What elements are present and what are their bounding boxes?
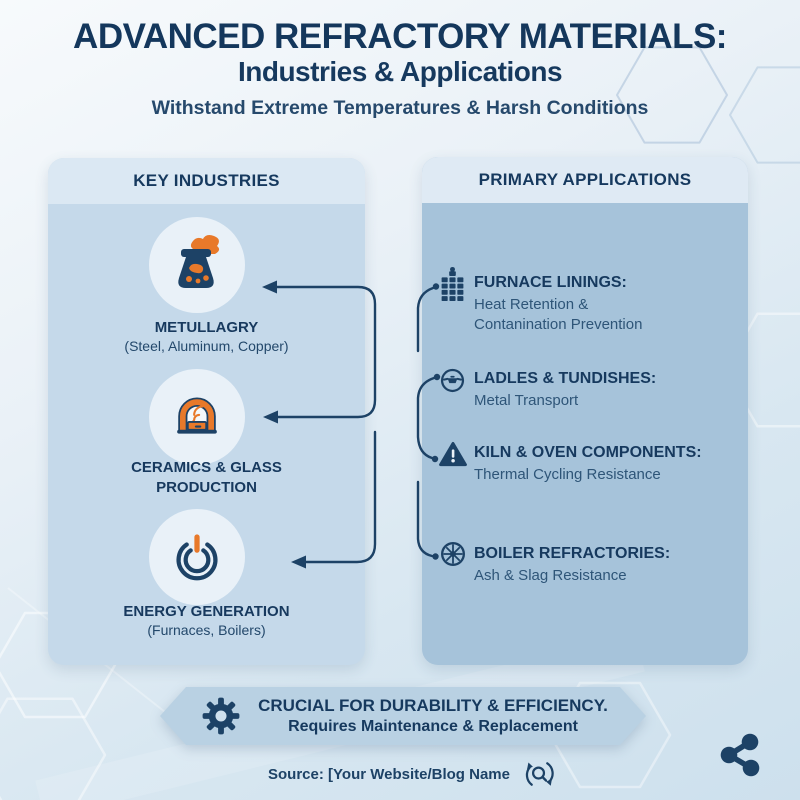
header: ADVANCED REFRACTORY MATERIALS: Industrie… <box>0 17 800 120</box>
application-desc: Ash & Slag Resistance <box>474 567 627 585</box>
application-title: LADLES & TUNDISHES: <box>474 370 657 387</box>
application-desc: Metal Transport <box>474 392 579 410</box>
application-title: KILN & OVEN COMPONENTS: <box>474 444 702 461</box>
industry-detail-metallurgy: (Steel, Aluminum, Copper) <box>124 338 289 354</box>
gear-icon <box>202 697 240 735</box>
application-title: FURNACE LININGS: <box>474 274 627 291</box>
source-text: Source: [Your Website/Blog Name <box>268 766 510 783</box>
brick-building-icon <box>441 266 464 302</box>
valve-wheel-icon <box>441 542 465 566</box>
kiln-arch-icon <box>177 397 217 434</box>
primary-applications-panel: PRIMARY APPLICATIONS FURNACE LININGS: He… <box>422 157 748 665</box>
industry-label-energy: ENERGY GENERATION <box>123 603 290 620</box>
application-desc: Heat Retention & Contanination Preventio… <box>474 296 643 333</box>
key-industries-header: KEY INDUSTRIES <box>48 158 365 204</box>
conclusion-banner: CRUCIAL FOR DURABILITY & EFFICIENCY. Req… <box>160 687 646 745</box>
industry-label-metallurgy: METULLAGRY <box>154 319 259 336</box>
furnace-crucible-icon <box>178 235 220 288</box>
power-icon <box>176 534 218 581</box>
banner-line1: CRUCIAL FOR DURABILITY & EFFICIENCY. <box>258 695 608 715</box>
industry-item-ceramics <box>149 369 245 465</box>
application-item-kiln-oven: KILN & OVEN COMPONENTS: Thermal Cycling … <box>474 443 704 485</box>
ladle-circle-icon <box>440 368 465 393</box>
magnifier-refresh-icon <box>525 762 554 786</box>
industry-item-metallurgy <box>149 217 245 313</box>
footer: Source: [Your Website/Blog Name <box>12 758 800 791</box>
application-title: BOILER REFRACTORIES: <box>474 545 671 562</box>
application-desc: Thermal Cycling Resistance <box>474 466 661 484</box>
warning-triangle-icon <box>439 441 467 467</box>
primary-applications-header: PRIMARY APPLICATIONS <box>422 157 748 203</box>
page-title: ADVANCED REFRACTORY MATERIALS: <box>73 17 727 56</box>
industry-item-energy <box>149 509 245 605</box>
banner-line2: Requires Maintenance & Replacement <box>288 717 578 735</box>
industry-label-ceramics: CERAMICS & GLASS PRODUCTION <box>131 459 282 496</box>
page-title-line2: Industries & Applications <box>237 55 563 87</box>
share-icon[interactable] <box>714 727 766 779</box>
key-industries-panel: KEY INDUSTRIES METULLAGRY (Steel, Alumin… <box>48 158 365 665</box>
industry-detail-energy: (Furnaces, Boilers) <box>147 622 266 638</box>
application-item-boiler: BOILER REFRACTORIES: Ash & Slag Resistan… <box>474 544 704 586</box>
application-item-ladles: LADLES & TUNDISHES: Metal Transport <box>474 369 704 411</box>
page-subtitle: Withstand Extreme Temperatures & Harsh C… <box>151 96 649 119</box>
application-item-furnace-linings: FURNACE LININGS: Heat Retention & Contan… <box>474 273 704 335</box>
